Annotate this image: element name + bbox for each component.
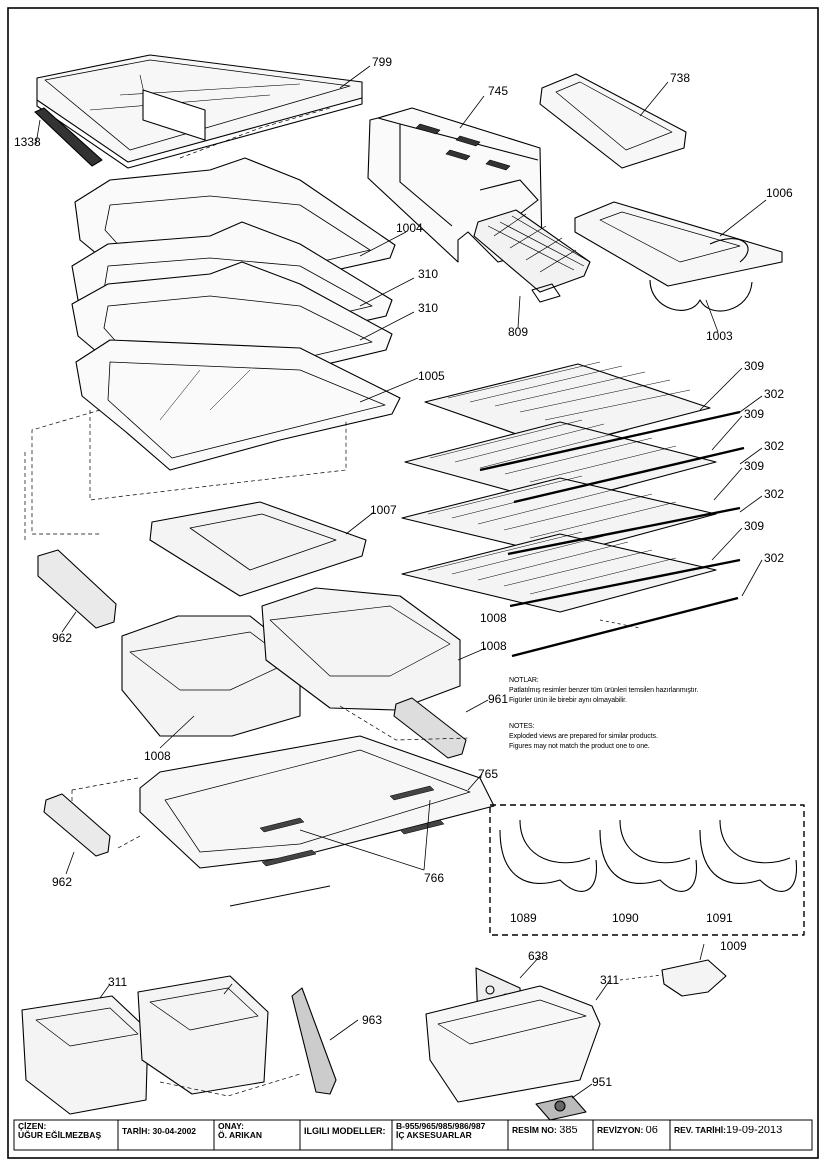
callout-738: 738	[670, 71, 691, 85]
callout-1009: 1009	[720, 939, 747, 953]
callout-765: 765	[478, 767, 499, 781]
callout-766: 766	[424, 871, 445, 885]
part-1089-bottle-rack	[499, 819, 598, 892]
callout-745: 745	[488, 84, 509, 98]
callout-1091: 1091	[706, 911, 733, 925]
part-1005-glass-panel	[75, 339, 401, 471]
title-resim: RESİM NO: 385	[512, 1126, 592, 1151]
callout-1005: 1005	[418, 369, 445, 383]
part-962-bracket-lower	[43, 793, 111, 857]
part-951-hinge	[535, 1095, 587, 1121]
callout-311-left: 311	[108, 975, 128, 989]
tarih-label: TARİH:	[122, 1127, 151, 1136]
title-modeller: B-955/965/985/986/987 İÇ AKSESUARLAR	[396, 1122, 506, 1147]
part-1091-bottle-rack	[699, 819, 798, 892]
callout-302-d: 302	[764, 551, 785, 565]
callout-1008-right: 1008	[480, 639, 507, 653]
part-765-glass-shelf	[139, 735, 495, 907]
title-rev-tarih: REV. TARİHİ:19-09-2013	[674, 1126, 810, 1151]
part-311-door-bin-large	[425, 985, 601, 1103]
callout-799: 799	[372, 55, 393, 69]
part-809-ice-tray	[473, 209, 591, 303]
revizyon-value: 06	[645, 1126, 658, 1136]
part-799-glass-shelf	[36, 54, 363, 169]
part-738-bin	[539, 73, 687, 169]
notes-tr-line1: Patlatılmış resimler benzer tüm ürünleri…	[509, 687, 699, 694]
notes-en-line2: Figures may not match the product one to…	[509, 743, 650, 750]
rev-tarih-value: 19-09-2013	[725, 1126, 783, 1136]
callout-310-lower: 310	[418, 301, 439, 315]
callout-1007: 1007	[370, 503, 397, 517]
tarih-value: 30-04-2002	[152, 1127, 197, 1136]
notes-tr-title: NOTLAR:	[509, 677, 539, 684]
callout-962-lower: 962	[52, 875, 73, 889]
part-962-bracket-upper	[37, 549, 117, 629]
notes-en-title: NOTES:	[509, 723, 535, 730]
callout-309-d: 309	[744, 519, 765, 533]
callout-809: 809	[508, 325, 529, 339]
title-modeller-label: İLGİLİ MODELLER:	[304, 1127, 392, 1152]
callout-309-a: 309	[744, 359, 765, 373]
notes-en-line1: Exploded views are prepared for similar …	[509, 733, 658, 740]
cizen-value: UĞUR EĞİLMEZBAŞ	[18, 1130, 102, 1140]
callout-1338: 1338	[14, 135, 41, 149]
part-1006-tray	[574, 201, 783, 312]
rev-tarih-label: REV. TARİHİ:	[674, 1126, 726, 1135]
resim-label: RESİM NO:	[512, 1126, 557, 1135]
title-revizyon: REVİZYON: 06	[597, 1126, 669, 1151]
part-1009-small-tray	[619, 959, 727, 997]
title-onay: ONAY: Ö. ARIKAN	[218, 1122, 298, 1147]
callout-951: 951	[592, 1075, 613, 1089]
callout-1090: 1090	[612, 911, 639, 925]
callout-309-b: 309	[744, 407, 765, 421]
title-block	[13, 1119, 813, 1151]
title-tarih: TARİH: 30-04-2002	[122, 1127, 214, 1152]
callout-310-upper: 310	[418, 267, 439, 281]
part-963-rail	[291, 987, 337, 1095]
notes-tr-line2: Figürler ürün ile birebir aynı olmayabil…	[509, 697, 627, 704]
part-309-wire-shelves	[401, 361, 717, 613]
title-cizen: ÇİZEN: UĞUR EĞİLMEZBAŞ	[18, 1122, 116, 1147]
callout-1089: 1089	[510, 911, 537, 925]
callout-309-c: 309	[744, 459, 765, 473]
part-1008-crisper-drawer-left	[121, 615, 301, 737]
callout-1008-left: 1008	[144, 749, 171, 763]
part-1338-trim-strip	[34, 107, 103, 167]
onay-label: ONAY:	[218, 1122, 244, 1131]
part-1007-crisper-cover	[149, 501, 367, 597]
callout-962-upper: 962	[52, 631, 73, 645]
callout-302-a: 302	[764, 387, 785, 401]
callout-302-b: 302	[764, 439, 785, 453]
resim-value: 385	[559, 1126, 578, 1136]
callout-1004: 1004	[396, 221, 423, 235]
part-1090-bottle-rack	[599, 819, 698, 892]
onay-value: Ö. ARIKAN	[218, 1130, 263, 1140]
part-961-bracket	[393, 697, 467, 759]
part-302-shelf-rails	[479, 410, 745, 658]
modeller-sub: İÇ AKSESUARLAR	[396, 1130, 472, 1140]
revizyon-label: REVİZYON:	[597, 1126, 644, 1135]
callout-1008-shelf: 1008	[480, 611, 507, 625]
callout-961: 961	[488, 692, 509, 706]
callout-302-c: 302	[764, 487, 785, 501]
part-311-door-bins	[21, 975, 301, 1115]
part-1008-crisper-drawer-right	[261, 587, 461, 711]
callout-963: 963	[362, 1013, 383, 1027]
callout-311-right: 311	[600, 973, 620, 987]
callout-1003: 1003	[706, 329, 733, 343]
modeller-value: B-955/965/985/986/987	[396, 1122, 486, 1131]
callout-638: 638	[528, 949, 549, 963]
modeller-label: İLGİLİ MODELLER:	[304, 1127, 386, 1136]
cizen-label: ÇİZEN:	[18, 1122, 47, 1131]
callout-1006: 1006	[766, 186, 793, 200]
